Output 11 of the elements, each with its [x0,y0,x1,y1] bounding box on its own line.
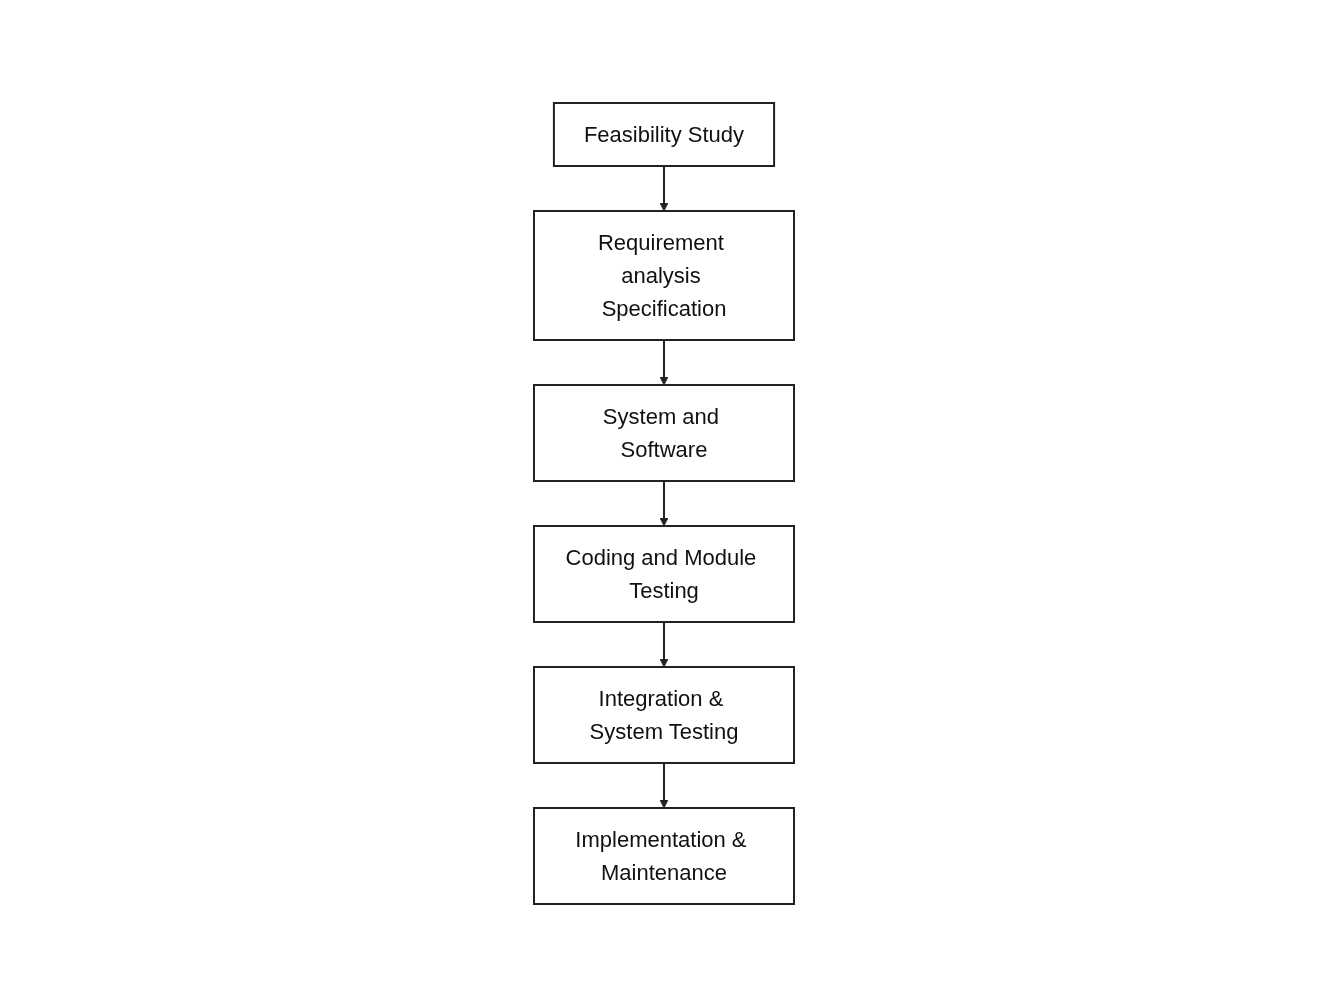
arrow [659,165,668,212]
node-box: Coding and Module Testing [532,525,795,623]
node-box: Integration & System Testing [532,666,795,764]
node-box: Implementation & Maintenance [532,807,795,905]
node-box: Requirement analysis Specification [532,210,795,341]
arrow [659,762,668,809]
arrow [659,339,668,386]
node-box: Feasibility Study [552,102,775,167]
arrow [659,621,668,668]
node-box: System and Software [532,384,795,482]
arrow [659,480,668,527]
